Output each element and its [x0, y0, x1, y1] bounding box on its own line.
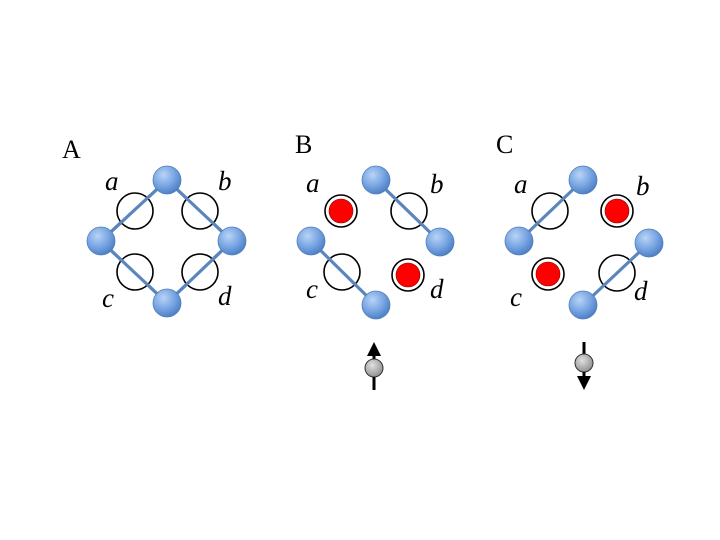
site-b-occupied-dot [604, 198, 630, 224]
site-label-b: b [430, 169, 444, 199]
atom-top [361, 165, 391, 195]
panel-label-c: C [496, 130, 513, 159]
bond-overlay-1 [99, 178, 169, 243]
site-label-d: d [218, 281, 232, 311]
atom-bottom [152, 288, 182, 318]
atom-left [504, 226, 534, 256]
atom-left [296, 226, 326, 256]
atom-left [86, 226, 116, 256]
bond-overlay-2 [165, 178, 234, 243]
bond-overlay-3 [99, 239, 169, 305]
bond-bottom-left [309, 239, 378, 307]
bond-top-left [517, 178, 585, 243]
atom-right [425, 227, 455, 257]
site-label-b: b [636, 171, 650, 201]
site-label-c: c [510, 282, 522, 312]
panel-a: A a b c d [62, 135, 247, 318]
site-label-d: d [430, 274, 444, 304]
atom-right [634, 228, 664, 258]
panel-label-b: B [295, 130, 312, 159]
site-label-a: a [105, 166, 119, 196]
atom-bottom [361, 290, 391, 320]
site-c-occupied-dot [535, 261, 561, 287]
atom-top [568, 165, 598, 195]
site-a-occupied-dot [328, 198, 354, 224]
site-label-b: b [218, 166, 232, 196]
site-label-a: a [514, 169, 528, 199]
bond-top-right [374, 178, 442, 244]
spin-down-icon [574, 342, 594, 390]
bond-overlay-4 [165, 239, 234, 305]
bond-bottom-right [581, 241, 651, 307]
site-label-c: c [306, 274, 318, 304]
site-label-c: c [102, 283, 114, 313]
panel-label-a: A [62, 135, 81, 164]
atom-right [217, 226, 247, 256]
atom-top [152, 165, 182, 195]
site-label-d: d [634, 276, 648, 306]
atom-bottom [568, 290, 598, 320]
spin-up-icon [364, 342, 384, 390]
site-label-a: a [306, 168, 320, 198]
site-d-occupied-dot [395, 262, 421, 288]
panel-c: C a b c d [496, 130, 664, 390]
panel-b: B a b c d [295, 130, 455, 390]
